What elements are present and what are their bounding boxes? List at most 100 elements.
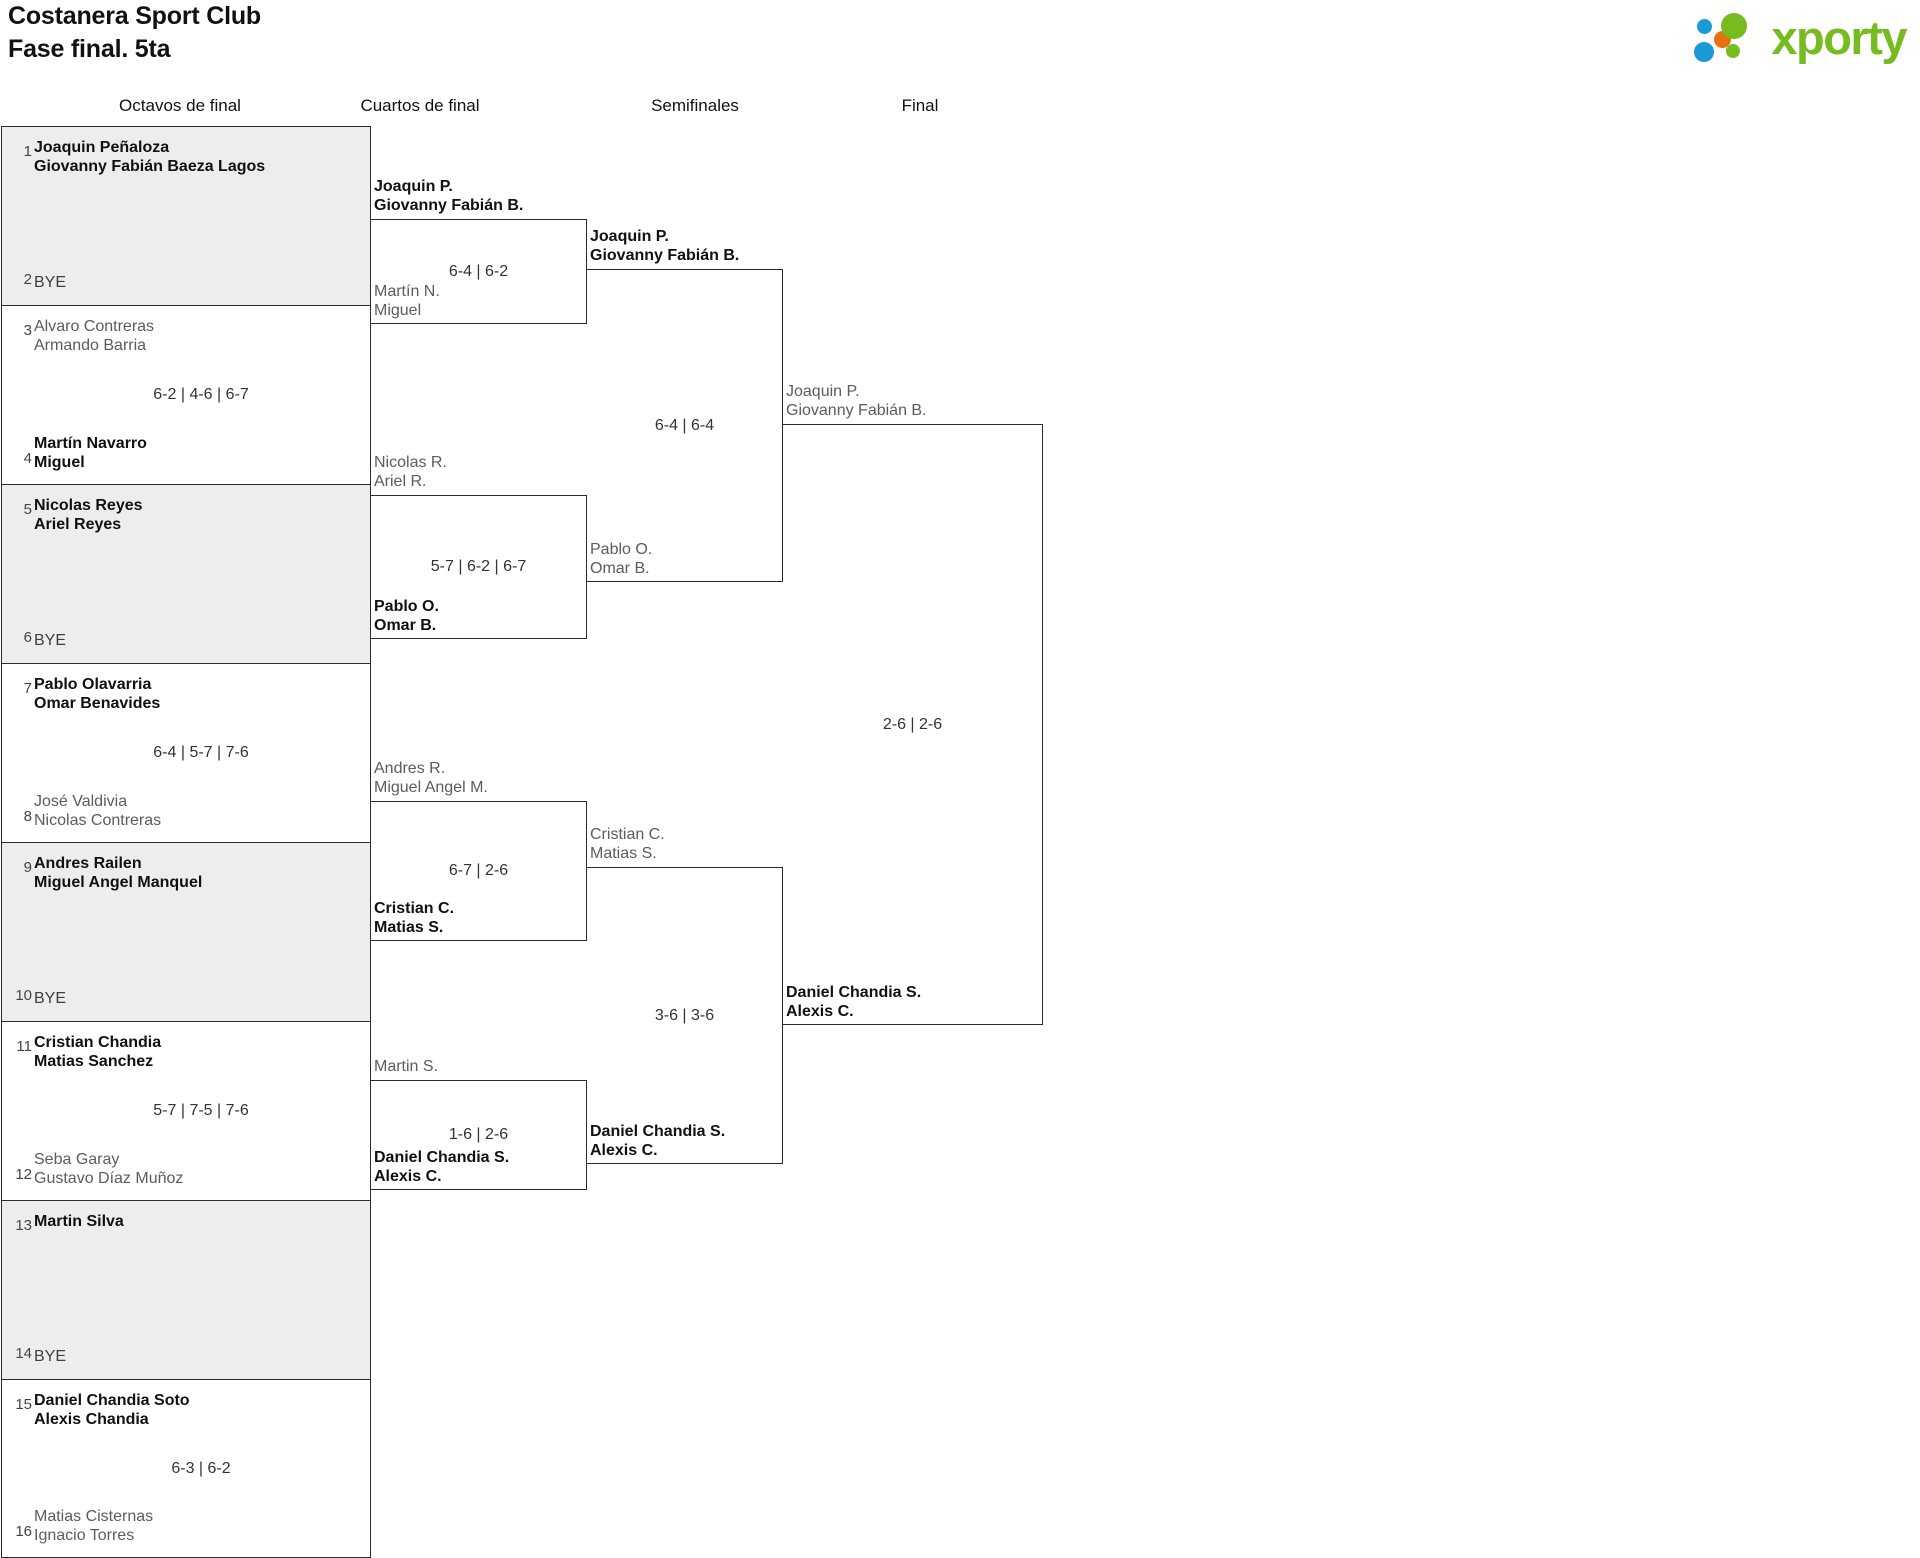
final-team-bottom-line: Alexis C. (786, 1003, 854, 1020)
qf-team-bottom-line: Pablo O. (374, 598, 439, 615)
qf-team-bottom-line: Matias S. (374, 919, 444, 936)
r16-team-bottom-line: Seba Garay (34, 1151, 120, 1168)
r16-team-top-line: Alvaro Contreras (34, 318, 155, 335)
r16-team-top-line: Giovanny Fabián Baeza Lagos (34, 158, 266, 175)
qf-team-bottom-line: Cristian C. (374, 900, 455, 917)
qf-match-box[interactable]: 1-6 | 2-6 (371, 1080, 587, 1190)
r16-team-bottom-line: Nicolas Contreras (34, 812, 162, 829)
r16-seed-top: 1 (23, 143, 32, 160)
final-team-top[interactable]: Joaquin P. Giovanny Fabián B. (786, 382, 927, 420)
r16-team-bottom-line: BYE (34, 274, 67, 291)
sf-team-bottom-line: Alexis C. (590, 1142, 658, 1159)
r16-team-bottom[interactable]: BYE (34, 1347, 364, 1366)
sf-team-bottom-line: Pablo O. (590, 541, 653, 558)
sf-match-box[interactable]: 3-6 | 3-6 (587, 867, 783, 1164)
r16-team-bottom[interactable]: BYE (34, 989, 364, 1008)
r16-seed-top: 11 (16, 1038, 32, 1055)
qf-team-bottom[interactable]: Daniel Chandia S. Alexis C. (374, 1148, 509, 1186)
qf-score: 5-7 | 6-2 | 6-7 (430, 558, 527, 575)
qf-team-bottom-line: Martín N. (374, 283, 440, 300)
r16-team-bottom-line: Miguel (34, 454, 85, 471)
sf-team-top[interactable]: Joaquin P.Giovanny Fabián B. (590, 227, 739, 265)
r16-team-top-line: Joaquin Peñaloza (34, 139, 170, 156)
qf-team-bottom-line: Omar B. (374, 617, 437, 634)
qf-team-top-line: Giovanny Fabián B. (374, 197, 524, 214)
final-team-bottom-line: Daniel Chandia S. (786, 984, 922, 1001)
r16-score: 6-3 | 6-2 (171, 1459, 231, 1477)
r16-team-top-line: Nicolas Reyes (34, 497, 143, 514)
round-header-semifinales: Semifinales (651, 96, 739, 115)
r16-team-top-line: Daniel Chandia Soto (34, 1392, 190, 1409)
sf-team-top-line: Cristian C. (590, 826, 665, 843)
final-team-top-line: Giovanny Fabián B. (786, 402, 927, 419)
page-title-line1: Costanera Sport Club (8, 2, 261, 30)
sf-team-top[interactable]: Cristian C.Matias S. (590, 825, 665, 863)
r16-seed-top: 5 (23, 501, 32, 518)
r16-team-bottom[interactable]: BYE (34, 631, 364, 650)
r16-team-bottom[interactable]: BYE (34, 273, 364, 292)
sf-score: 3-6 | 3-6 (654, 1006, 715, 1024)
qf-team-top-line: Joaquin P. (374, 178, 453, 195)
r16-score: 6-4 | 5-7 | 7-6 (153, 744, 249, 761)
final-team-bottom[interactable]: Daniel Chandia S. Alexis C. (786, 983, 921, 1021)
r16-team-bottom-line: BYE (34, 1348, 67, 1365)
sf-team-bottom[interactable]: Daniel Chandia S. Alexis C. (590, 1122, 725, 1160)
sf-team-bottom-line: Daniel Chandia S. (590, 1123, 726, 1140)
final-match-box[interactable]: 2-6 | 2-6 (783, 424, 1043, 1025)
final-team-top-line: Joaquin P. (786, 383, 860, 400)
r16-seed-top: 3 (23, 322, 32, 339)
r16-team-top[interactable]: Martin Silva (34, 1212, 364, 1231)
sf-team-bottom[interactable]: Pablo O. Omar B. (590, 540, 652, 578)
qf-team-bottom[interactable]: Martín N. Miguel (374, 282, 440, 320)
qf-team-top[interactable]: Martin S. (374, 1057, 438, 1076)
qf-team-bottom-line: Alexis C. (374, 1168, 442, 1185)
round-header-octavos: Octavos de final (119, 96, 241, 115)
sf-match-box[interactable]: 6-4 | 6-4 (587, 269, 783, 582)
r16-team-top-line: Miguel Angel Manquel (34, 874, 203, 891)
qf-team-bottom-line: Miguel (374, 302, 422, 319)
r16-team-bottom-line: BYE (34, 632, 67, 649)
qf-match-box[interactable]: 6-7 | 2-6 (371, 801, 587, 941)
r16-team-bottom-line: Gustavo Díaz Muñoz (34, 1170, 184, 1187)
round-header-cuartos: Cuartos de final (360, 96, 480, 115)
r16-seed-bottom: 16 (15, 1523, 32, 1540)
r16-score: 6-2 | 4-6 | 6-7 (153, 386, 249, 403)
qf-team-top[interactable]: Joaquin P. Giovanny Fabián B. (374, 177, 523, 215)
qf-team-bottom-line: Daniel Chandia S. (374, 1149, 510, 1166)
sf-team-top-line: Giovanny Fabián B. (590, 247, 740, 264)
r16-team-bottom-line: Ignacio Torres (34, 1527, 135, 1544)
sf-team-bottom-line: Omar B. (590, 560, 650, 577)
r16-team-bottom-line: Matias Cisternas (34, 1508, 154, 1525)
qf-team-bottom[interactable]: Cristian C. Matias S. (374, 899, 454, 937)
r16-seed-bottom: 8 (23, 808, 32, 825)
qf-team-top[interactable]: Nicolas R.Ariel R. (374, 453, 447, 491)
qf-team-top[interactable]: Andres R.Miguel Angel M. (374, 759, 488, 797)
round-header-final: Final (901, 96, 939, 115)
qf-team-bottom[interactable]: Pablo O. Omar B. (374, 597, 439, 635)
qf-match-box[interactable]: 6-4 | 6-2 (371, 219, 587, 324)
logo-dot-blue-bottom-icon (1694, 42, 1715, 62)
r16-team-top-line: Ariel Reyes (34, 516, 122, 533)
qf-team-top-line: Andres R. (374, 760, 446, 777)
qf-match-box[interactable]: 5-7 | 6-2 | 6-7 (371, 495, 587, 639)
